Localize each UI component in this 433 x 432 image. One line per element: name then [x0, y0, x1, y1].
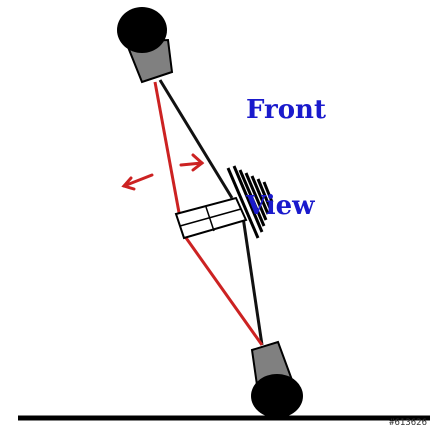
lower-black-link — [241, 216, 264, 346]
central-bracket — [174, 196, 248, 240]
upper-black-link — [158, 79, 234, 199]
spring-stack — [226, 165, 274, 239]
upper-red-link — [153, 81, 182, 219]
bottom-wheel — [251, 374, 303, 418]
diagram-title: Front View — [246, 30, 326, 286]
watermark-id: #613626 — [389, 418, 427, 428]
title-line-front: Front — [246, 95, 326, 125]
top-wheel — [117, 7, 167, 53]
right-arrow — [179, 153, 205, 172]
left-arrow — [121, 173, 154, 191]
title-line-view: View — [246, 191, 315, 221]
lower-red-link — [182, 234, 264, 346]
